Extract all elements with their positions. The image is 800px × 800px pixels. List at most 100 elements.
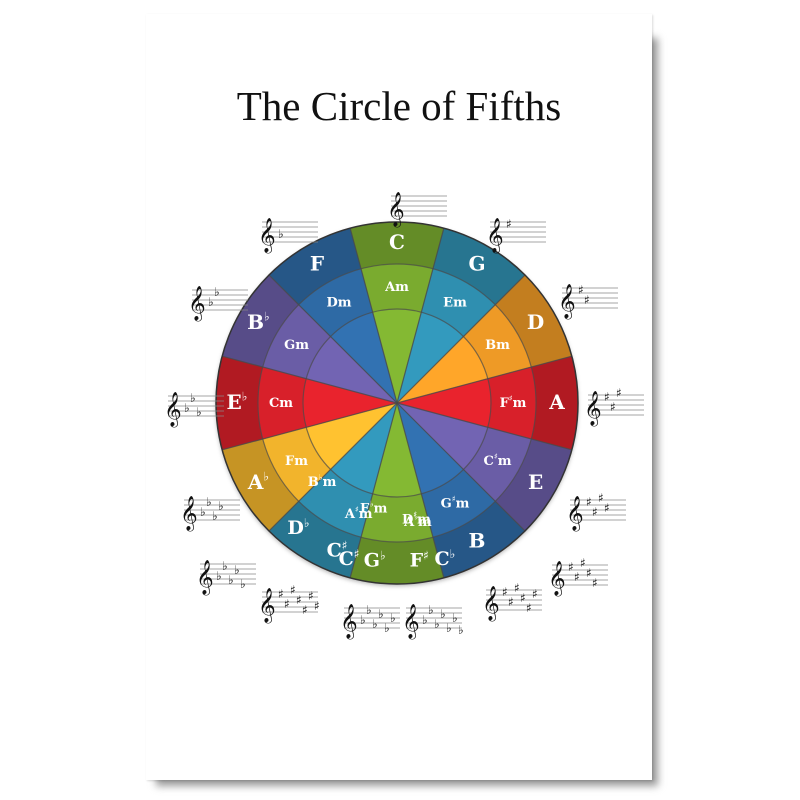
sharp-icon: ♯ (568, 560, 574, 574)
flat-icon: ♭ (196, 405, 202, 419)
staff: 𝄞♯♯♯ (584, 386, 644, 427)
staff: 𝄞♯ (486, 217, 546, 254)
sharp-icon: ♯ (580, 556, 586, 570)
major-key-label: B (469, 528, 486, 552)
sharp-icon: ♯ (598, 491, 604, 505)
flat-icon: ♭ (428, 603, 434, 617)
flat-icon: ♭ (212, 509, 218, 523)
staff: 𝄞♭ (258, 218, 318, 254)
flat-icon: ♭ (384, 621, 390, 635)
key-signature: 𝄞♯♯♯♯♯ (546, 555, 608, 597)
major-key-label: F (310, 251, 324, 275)
segment-Gb (350, 403, 444, 584)
flat-icon: ♭ (378, 607, 384, 621)
flat-icon: ♭ (390, 611, 396, 625)
sharp-icon: ♯ (574, 570, 580, 584)
segment-divider (396, 402, 445, 578)
minor-key-label: C♯m (483, 451, 511, 469)
flat-icon: ♭ (422, 613, 428, 627)
inner-ring-wedge (372, 403, 422, 497)
sharp-icon: ♯ (502, 585, 508, 599)
sharp-icon: ♯ (532, 587, 538, 601)
flat-icon: ♭ (222, 559, 228, 573)
flat-icon: ♭ (278, 227, 284, 241)
treble-clef-icon: 𝄞 (584, 391, 602, 427)
page-title: The Circle of Fifths (236, 83, 562, 129)
segment-C (350, 222, 444, 403)
inner-ring-wedge (397, 336, 488, 403)
minor-key-label: Fm (285, 454, 308, 469)
segment-divider (396, 355, 572, 404)
inner-ring-wedge (397, 403, 488, 470)
segment-E (397, 403, 572, 531)
minor-key-label: Bm (485, 338, 510, 353)
segment-divider (396, 402, 572, 451)
flat-icon: ♭ (440, 607, 446, 621)
sharp-icon: ♯ (278, 587, 284, 601)
flat-icon: ♭ (184, 401, 190, 415)
sharp-icon: ♯ (526, 601, 532, 615)
major-key-label: A (548, 390, 565, 414)
sharp-icon: ♯ (284, 597, 290, 611)
major-key-label: F♯ (410, 548, 429, 572)
sharp-icon: ♯ (586, 566, 592, 580)
flat-icon: ♭ (216, 569, 222, 583)
segment-divider (222, 355, 398, 404)
sharp-icon: ♯ (314, 599, 320, 613)
flat-icon: ♭ (190, 391, 196, 405)
inner-ring-wedge (397, 378, 491, 428)
segment-divider (222, 402, 398, 451)
flat-icon: ♭ (214, 285, 220, 299)
inner-ring-wedge (330, 312, 397, 403)
staff: 𝄞♯♯♯♯♯♯♯ (258, 583, 320, 624)
staff: 𝄞♯♯♯♯♯ (548, 556, 608, 597)
treble-clef-icon: 𝄞 (180, 496, 198, 532)
segment-Bb (222, 275, 397, 403)
treble-clef-icon: 𝄞 (258, 588, 276, 624)
treble-clef-icon: 𝄞 (258, 218, 276, 254)
flat-icon: ♭ (234, 563, 240, 577)
flat-icon: ♭ (366, 603, 372, 617)
staff: 𝄞♭♭♭♭♭ (196, 559, 256, 596)
major-key-label: A♭ (247, 469, 269, 493)
segment-divider (396, 274, 526, 404)
staff: 𝄞♭♭♭ (164, 391, 224, 428)
sharp-icon: ♯ (520, 591, 526, 605)
major-key-label: E (528, 470, 543, 494)
sharp-icon: ♯ (508, 595, 514, 609)
staff: 𝄞 (387, 192, 447, 228)
segment-divider (396, 228, 445, 404)
key-signature: 𝄞♭♭♭ (162, 386, 224, 428)
sharp-icon: ♯ (586, 495, 592, 509)
segment-divider (396, 402, 526, 532)
major-key-label: D (527, 310, 544, 334)
treble-clef-icon: 𝄞 (486, 218, 504, 254)
minor-key-label: G♯m (441, 493, 470, 511)
major-key-label: G♭ (364, 548, 386, 572)
sharp-icon: ♯ (514, 581, 520, 595)
minor-key-label: E♭m (360, 498, 388, 516)
key-signature: 𝄞♯♯♯♯ (564, 490, 626, 532)
staff: 𝄞♭♭♭♭♭♭♭ (402, 603, 464, 640)
major-key-label: B♭ (247, 309, 270, 333)
key-signature: 𝄞♭♭♭♭ (178, 490, 240, 532)
sharp-icon: ♯ (506, 217, 512, 231)
treble-clef-icon: 𝄞 (558, 284, 576, 320)
minor-key-label: Gm (284, 338, 309, 353)
major-key-label: C (389, 230, 405, 254)
sharp-icon: ♯ (610, 400, 616, 414)
flat-icon: ♭ (434, 617, 440, 631)
sharp-icon: ♯ (592, 576, 598, 590)
treble-clef-icon: 𝄞 (164, 392, 182, 428)
flat-icon: ♭ (372, 617, 378, 631)
major-key-label: C♯ (327, 538, 348, 562)
segment-Db (269, 403, 397, 578)
flat-icon: ♭ (452, 611, 458, 625)
sharp-icon: ♯ (302, 603, 308, 617)
sharp-icon: ♯ (604, 390, 610, 404)
segment-Ab (222, 403, 397, 531)
staff: 𝄞♭♭ (188, 285, 248, 322)
segment-G (397, 228, 525, 403)
key-signature: 𝄞♭♭♭♭♭♭ (338, 598, 400, 640)
key-signature: 𝄞 (385, 186, 447, 228)
